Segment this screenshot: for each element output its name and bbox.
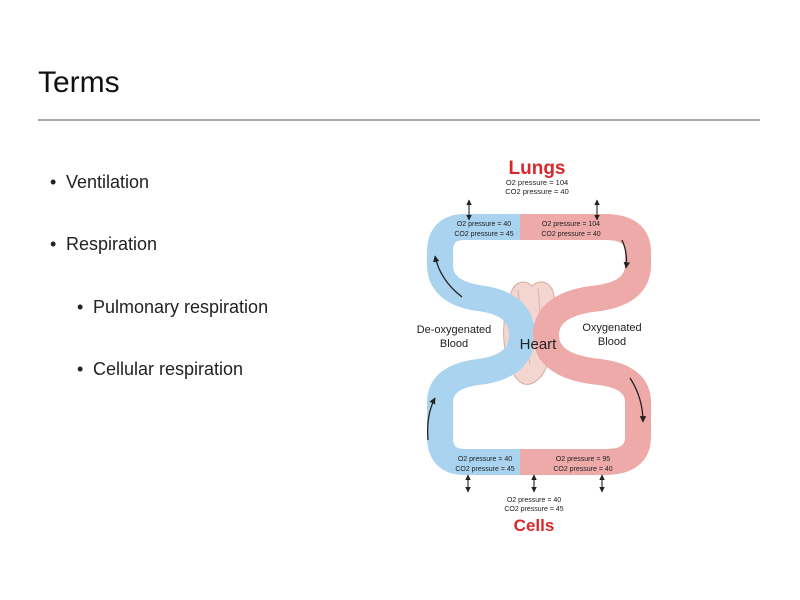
bottom-left-o2-pressure: O2 pressure = 40 [458,456,512,463]
heart-label: Heart [520,336,558,353]
lungs-co2-pressure: CO2 pressure = 40 [505,187,569,196]
bullet-cellular-respiration: • Cellular respiration [77,359,243,380]
bullet-dot: • [50,172,57,192]
bullet-text: Cellular respiration [93,359,244,379]
cells-co2-pressure: CO2 pressure = 45 [504,506,563,513]
bullet-ventilation: • Ventilation [50,172,149,193]
flow-arrow-icon [433,255,463,298]
bottom-right-o2-pressure: O2 pressure = 95 [556,456,610,463]
flow-arrow-icon [629,377,647,423]
oxygenated-label-line2: Blood [598,336,626,348]
bullet-dot: • [50,234,57,254]
circulation-diagram: Lungs O2 pressure = 104 CO2 pressure = 4… [417,158,651,535]
cells-title: Cells [514,516,555,535]
top-left-o2-pressure: O2 pressure = 40 [457,221,511,228]
oxygenated-label-line1: Oxygenated [582,322,641,334]
bottom-right-co2-pressure: CO2 pressure = 40 [553,466,612,473]
bullet-pulmonary-respiration: • Pulmonary respiration [77,297,268,318]
deoxygenated-label-line2: Blood [440,338,468,350]
bullet-dot: • [77,297,84,317]
deoxygenated-blood-vessel [427,214,535,475]
bullet-dot: • [77,359,84,379]
bullet-respiration: • Respiration [50,234,157,255]
bullet-text: Pulmonary respiration [93,297,269,317]
oxygenated-blood-vessel [520,214,651,475]
lungs-o2-pressure: O2 pressure = 104 [506,178,568,187]
deoxygenated-label-line1: De-oxygenated [417,324,492,336]
slide-title: Terms [38,66,120,99]
bottom-left-co2-pressure: CO2 pressure = 45 [455,466,514,473]
top-left-co2-pressure: CO2 pressure = 45 [454,231,513,238]
lungs-title: Lungs [509,158,566,179]
flow-arrow-icon [621,239,630,269]
top-right-co2-pressure: CO2 pressure = 40 [541,231,600,238]
cells-o2-pressure: O2 pressure = 40 [507,497,561,504]
title-divider [38,119,760,121]
flow-arrow-icon [427,397,436,441]
bullet-text: Ventilation [66,172,150,192]
bullet-text: Respiration [66,234,158,254]
top-right-o2-pressure: O2 pressure = 104 [542,221,600,228]
